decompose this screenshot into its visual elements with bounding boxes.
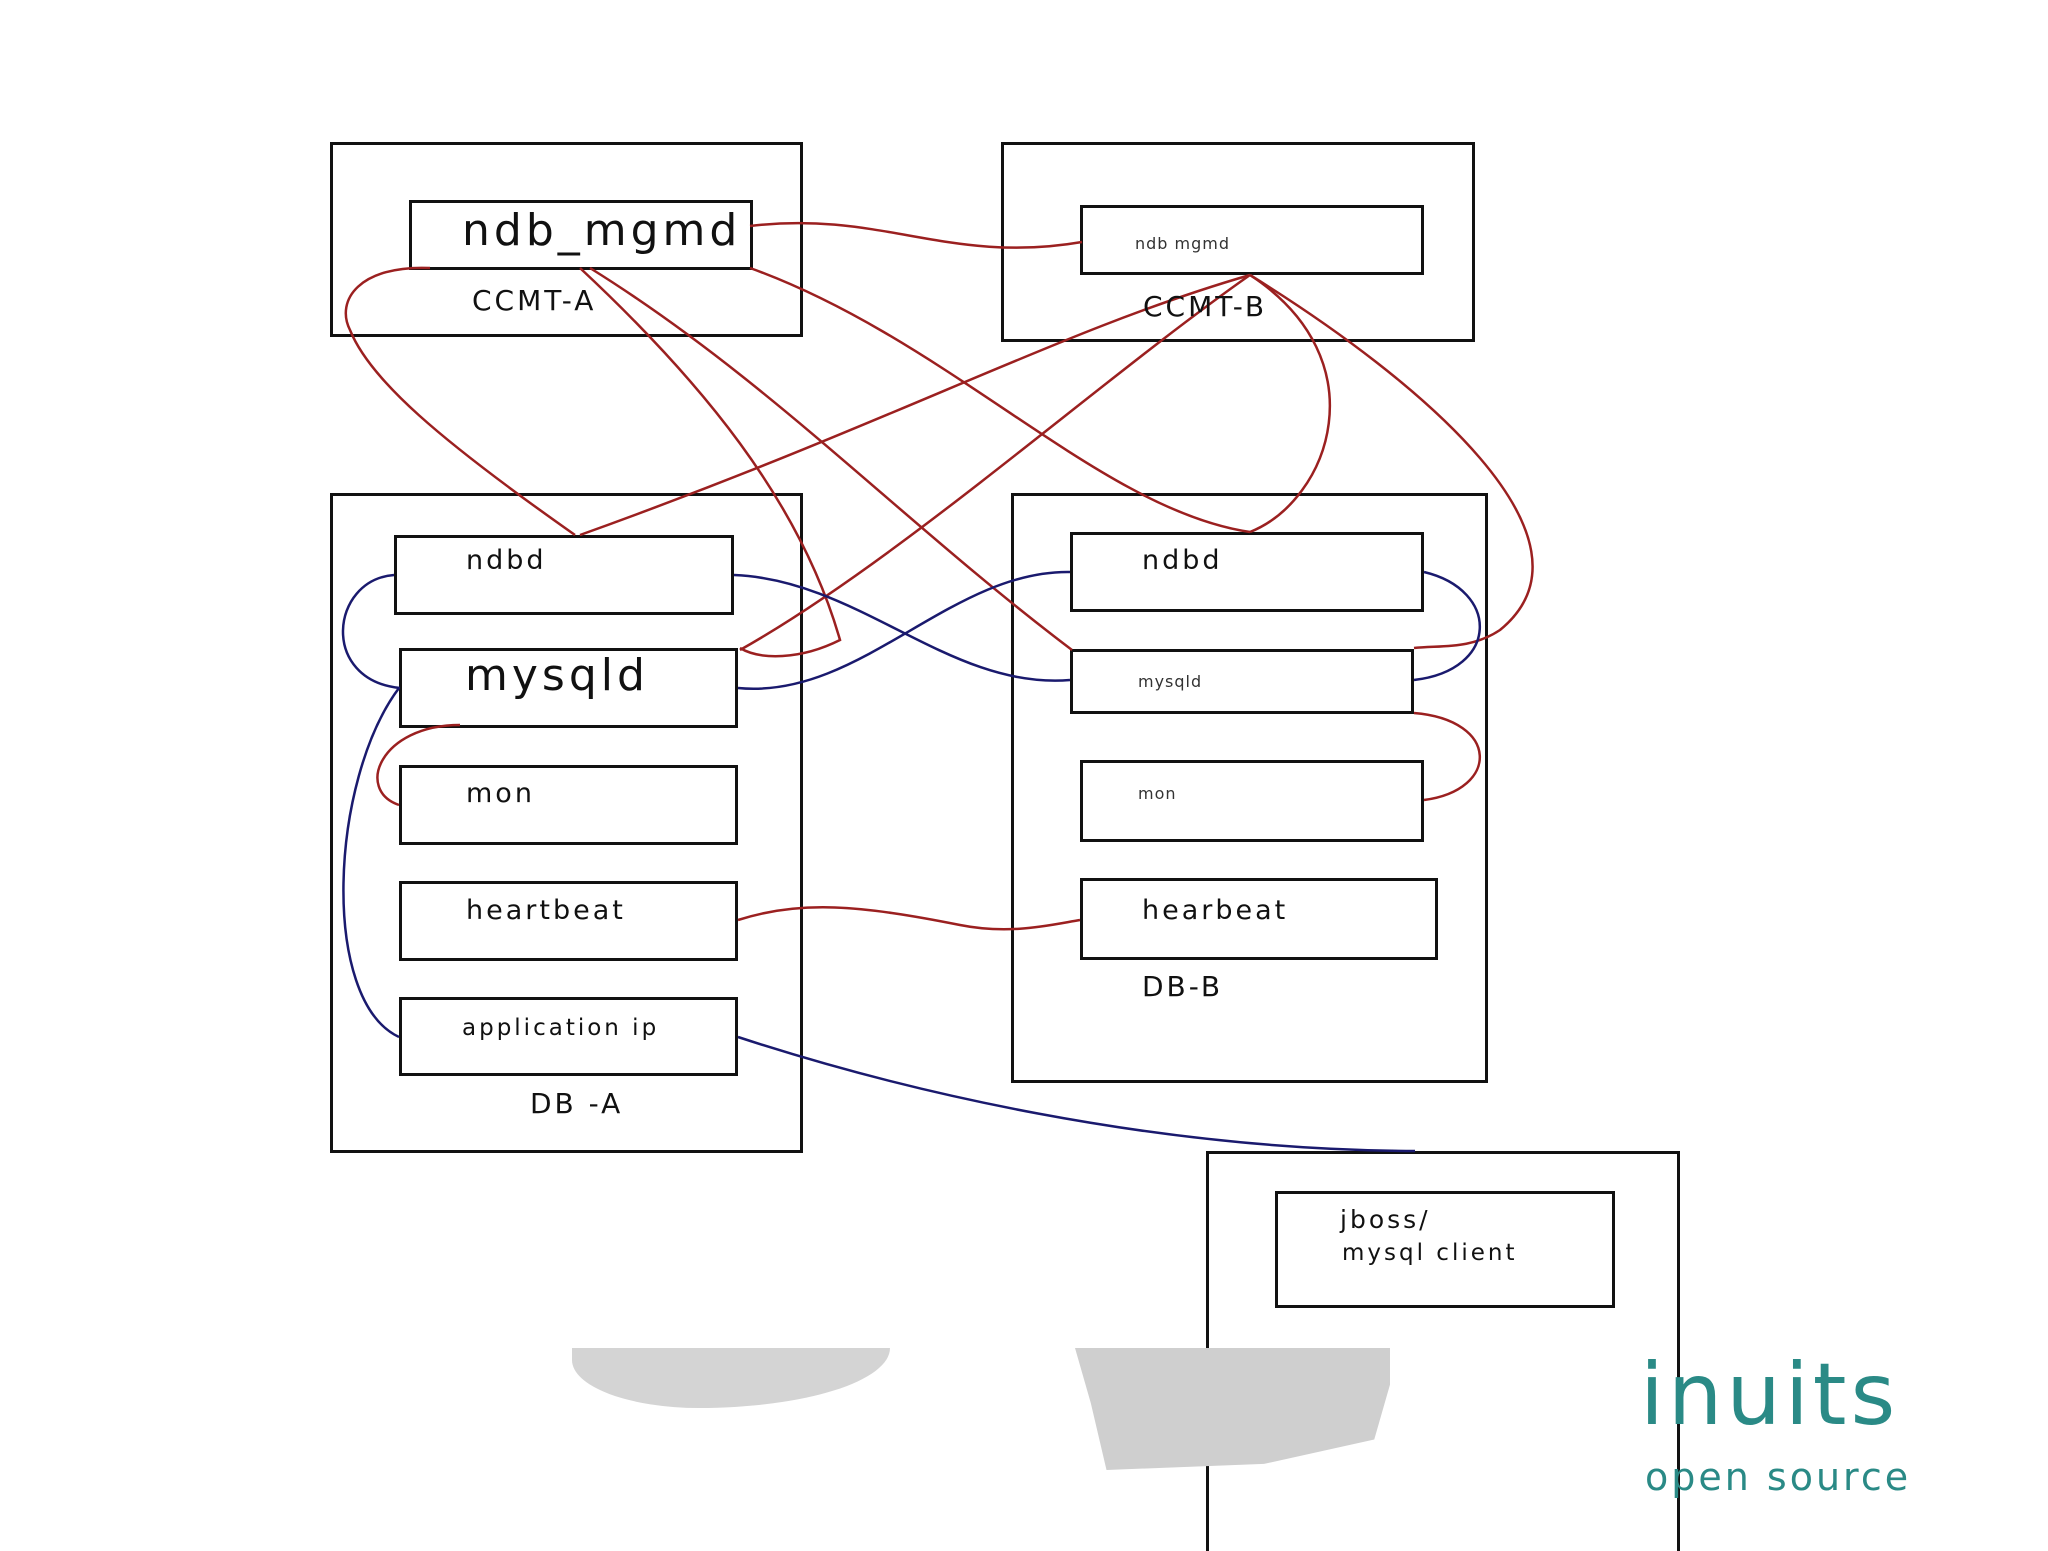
db-a-application-ip-label: application ip — [462, 1015, 660, 1041]
db-a-mon-node — [399, 765, 738, 845]
db-a-ndbd-to-db-b-mysqld-link — [733, 573, 1071, 682]
mgmd-a-to-mgmd-b-link — [749, 221, 1083, 249]
db-b-hearbeat-label: hearbeat — [1142, 895, 1289, 926]
ccmt-a-box — [330, 142, 803, 337]
db-b-ndbd-mysqld-loop — [1413, 570, 1481, 682]
application-ip-to-client-link — [737, 1035, 1416, 1153]
mgmd-a-to-db-a-mysqld-link — [579, 267, 842, 658]
ccmt-a-ndb-mgmd-label: ndb_mgmd — [462, 205, 742, 256]
db-a-box — [330, 493, 803, 1153]
red-links — [344, 221, 1534, 931]
db-b-mysqld-mon-loop — [1413, 711, 1481, 802]
db-a-ndbd-label: ndbd — [466, 545, 547, 576]
db-a-mysqld-to-application-ip-link — [342, 687, 401, 1039]
db-a-heartbeat-label: heartbeat — [466, 895, 626, 926]
logo-wordmark: inuits — [1640, 1345, 1900, 1445]
db-a-mysqld-mon-loop — [376, 723, 461, 807]
db-a-mysqld-to-db-b-ndbd-link — [737, 570, 1071, 691]
db-a-mysqld-node — [399, 648, 738, 728]
client-label-line1: jboss/ — [1340, 1205, 1431, 1234]
db-a-ndbd-node — [394, 535, 734, 615]
mgmd-a-to-db-b-ndbd-link — [749, 266, 1251, 534]
client-label-line2: mysql client — [1342, 1240, 1518, 1266]
mgmd-b-to-db-b-ndbd-link — [1249, 273, 1332, 534]
db-b-mysqld-node — [1070, 649, 1414, 714]
mgmd-b-to-db-b-mysqld-link — [1249, 273, 1534, 650]
db-b-box — [1011, 493, 1488, 1083]
ccmt-b-ndb-mgmd-node — [1080, 205, 1424, 275]
db-b-ndbd-label: ndbd — [1142, 545, 1223, 576]
ccmt-b-ndb-mgmd-label: ndb mgmd — [1135, 234, 1231, 253]
heartbeat-link — [737, 906, 1081, 931]
mgmd-a-to-db-b-mysqld-link — [589, 266, 1073, 651]
db-b-mon-label: mon — [1138, 784, 1177, 803]
logo-tagline: open source — [1645, 1455, 1912, 1499]
db-b-ndbd-node — [1070, 532, 1424, 612]
client-node — [1275, 1191, 1615, 1308]
db-a-ndbd-mysqld-loop — [341, 573, 401, 690]
db-a-application-ip-node — [399, 997, 738, 1076]
mgmd-a-loop-to-db-a-ndbd — [344, 266, 576, 537]
db-b-hearbeat-node — [1080, 878, 1438, 960]
ccmt-b-label: CCMT-B — [1143, 290, 1268, 323]
ccmt-a-label: CCMT-A — [472, 284, 597, 317]
mgmd-b-to-db-a-mysqld-link — [739, 273, 1251, 652]
db-b-label: DB-B — [1142, 970, 1224, 1003]
ccmt-b-box — [1001, 142, 1475, 342]
db-a-heartbeat-node — [399, 881, 738, 961]
mgmd-b-to-db-a-ndbd-link — [579, 273, 1251, 537]
blue-links — [341, 570, 1481, 1153]
db-a-label: DB -A — [530, 1087, 624, 1120]
db-b-mon-node — [1080, 760, 1424, 842]
db-a-mysqld-label: mysqld — [465, 650, 649, 701]
db-b-mysqld-label: mysqld — [1138, 672, 1203, 691]
db-a-mon-label: mon — [466, 778, 535, 809]
